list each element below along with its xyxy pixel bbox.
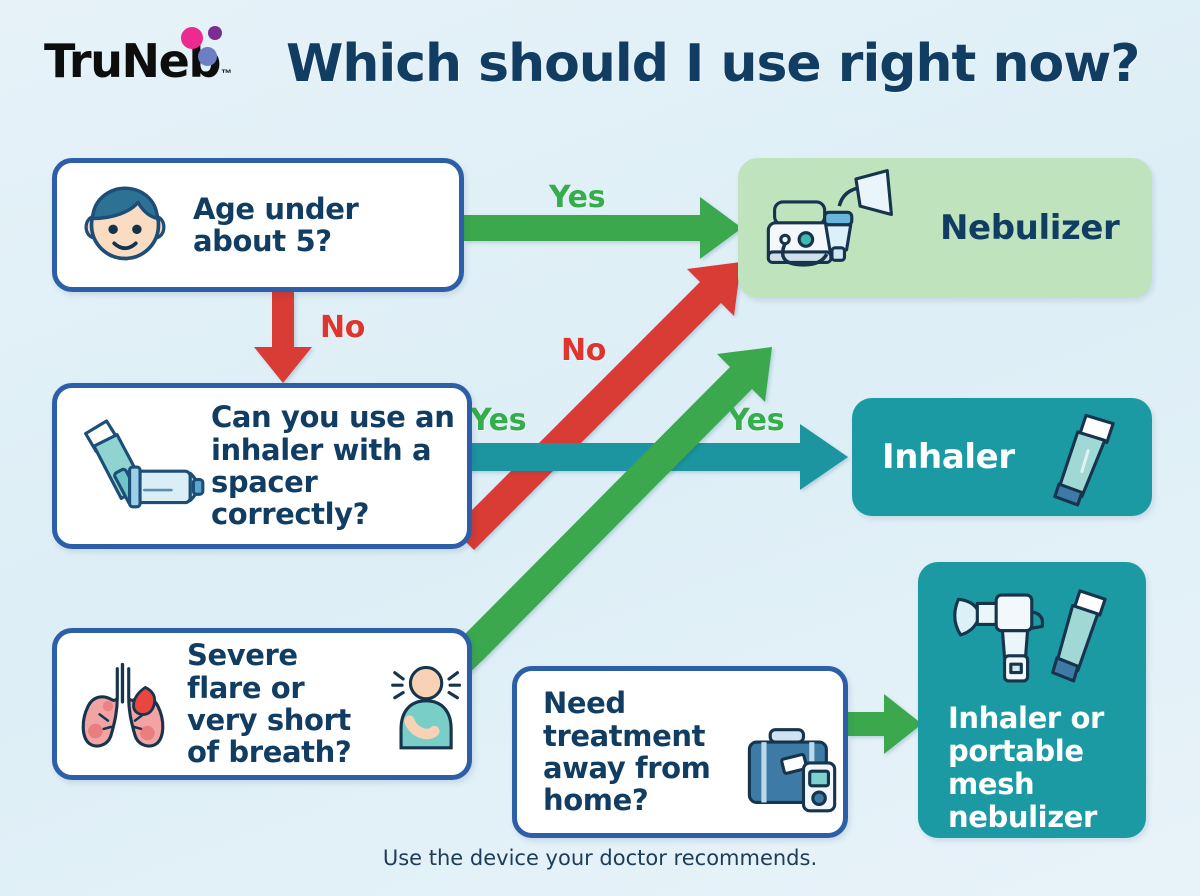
arrow-label-spacer-no: No — [561, 333, 607, 368]
footer-note: Use the device your doctor recommends. — [382, 846, 818, 870]
arrow-age-no — [254, 292, 312, 383]
decision-label-spacer: Can you use an inhaler with a spacer cor… — [211, 400, 455, 532]
arrow-label-age-yes: Yes — [549, 180, 606, 215]
inhaler-icon — [1052, 413, 1115, 507]
child-face-icon — [84, 186, 166, 261]
result-box-nebulizer[interactable]: Nebulizer — [738, 158, 1152, 298]
nebulizer-machine-icon — [766, 169, 893, 267]
decision-box-away[interactable]: Need treatment away from home? — [512, 666, 848, 838]
arrow-label-spacer-yes: Yes — [470, 403, 527, 438]
decision-label-away: Need treatment away from home? — [543, 686, 711, 818]
result-label-inhaler: Inhaler — [882, 436, 1015, 477]
mesh-nebulizer-inhaler-icon — [953, 589, 1107, 683]
arrow-label-age-no: No — [320, 310, 366, 345]
decision-box-severe[interactable]: Severe flare or very short of breath? — [52, 628, 472, 780]
page-title: Which should I use right now? — [286, 34, 1140, 94]
logo-dot-blue-icon — [198, 47, 217, 66]
decision-label-age: Age under about 5? — [193, 191, 359, 258]
decision-box-spacer[interactable]: Can you use an inhaler with a spacer cor… — [52, 383, 472, 549]
result-box-mesh-nebulizer[interactable]: Inhaler or portable mesh nebulizer — [918, 562, 1146, 838]
lungs-icon — [81, 662, 165, 748]
result-box-inhaler[interactable]: Inhaler — [852, 398, 1152, 516]
breathless-person-icon — [391, 665, 462, 750]
arrow-away-yes — [848, 694, 922, 754]
logo-dot-purple-icon — [208, 26, 222, 40]
inhaler-spacer-icon — [84, 419, 205, 509]
result-label-nebulizer: Nebulizer — [940, 207, 1120, 248]
result-label-mesh-nebulizer: Inhaler or portable mesh nebulizer — [948, 701, 1104, 835]
decision-label-severe: Severe flare or very short of breath? — [187, 638, 352, 770]
logo-dot-magenta-icon — [181, 27, 203, 49]
header: TruNeb ™ Which should I use right now? — [0, 0, 1200, 130]
arrow-severe-yes — [443, 347, 772, 677]
decision-box-age[interactable]: Age under about 5? — [52, 158, 464, 292]
trademark-symbol: ™ — [220, 68, 232, 80]
arrow-label-severe-yes: Yes — [728, 403, 785, 438]
suitcase-icon — [747, 728, 837, 813]
